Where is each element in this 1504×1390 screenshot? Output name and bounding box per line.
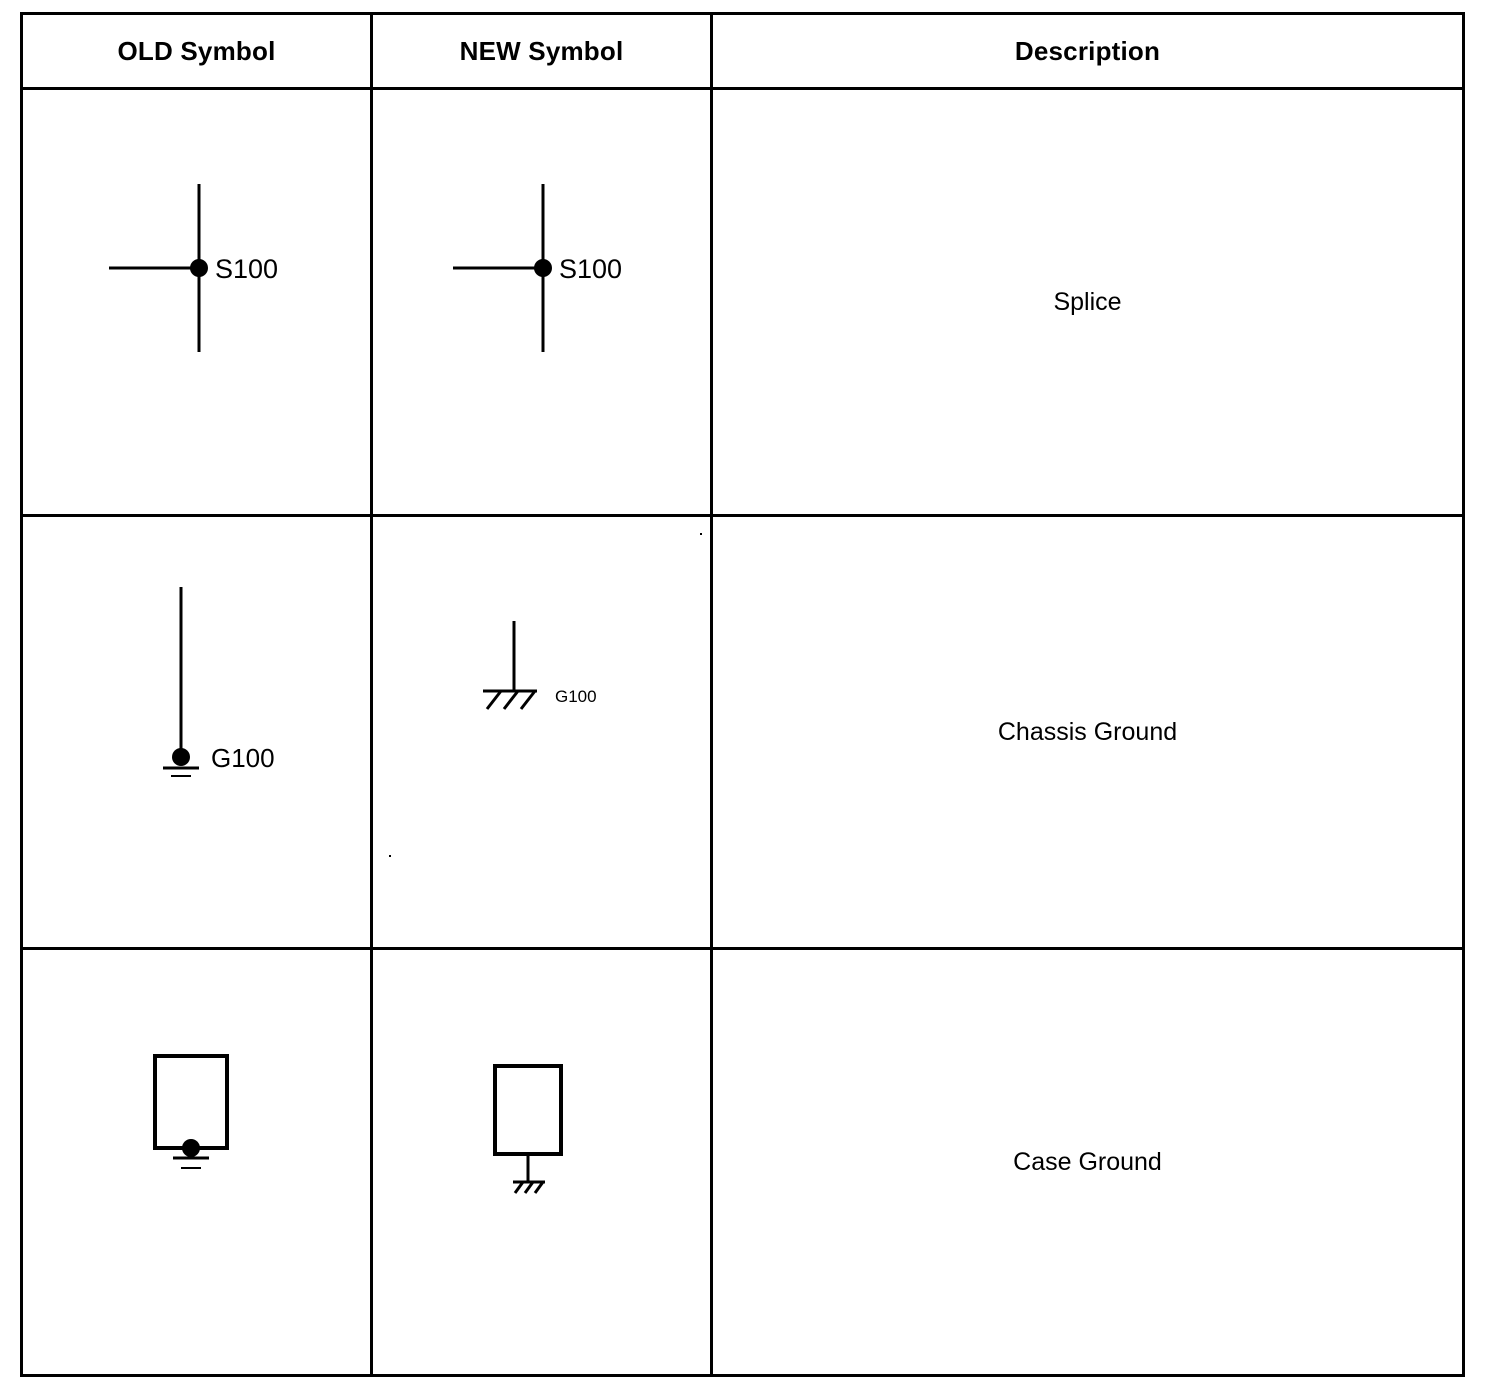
cell-old-symbol-case-ground: [20, 947, 373, 1377]
column-header-description: Description: [710, 12, 1465, 90]
chassis-ground-label-new: G100: [555, 687, 597, 706]
table-row: S100 S100 Splice: [20, 87, 1465, 517]
column-header-new-symbol: NEW Symbol: [370, 12, 713, 90]
scan-speck: [700, 533, 702, 535]
symbol-legend-table: OLD Symbol NEW Symbol Description S100: [20, 12, 1465, 1377]
chassis-ground-symbol-new: G100: [483, 621, 597, 710]
cell-description-chassis-ground: Chassis Ground: [710, 514, 1465, 950]
cell-old-symbol-chassis-ground: G100: [20, 514, 373, 950]
cell-description-splice: Splice: [710, 87, 1465, 517]
table-row: G100 G100: [20, 514, 1465, 950]
chassis-ground-symbol-old: G100: [163, 587, 275, 777]
splice-symbol-old: S100: [109, 184, 278, 352]
splice-label-old: S100: [215, 254, 278, 284]
table-row: Case Ground: [20, 947, 1465, 1377]
chassis-ground-label-old: G100: [211, 743, 275, 773]
scan-speck: [389, 855, 391, 857]
cell-description-case-ground: Case Ground: [710, 947, 1465, 1377]
case-ground-symbol-new: [493, 1064, 563, 1194]
case-ground-symbol-old: [153, 1054, 229, 1169]
cell-new-symbol-case-ground: [370, 947, 713, 1377]
splice-symbol-new: S100: [453, 184, 622, 352]
splice-label-new: S100: [559, 254, 622, 284]
cell-new-symbol-splice: S100: [370, 87, 713, 517]
column-header-old-symbol: OLD Symbol: [20, 12, 373, 90]
cell-new-symbol-chassis-ground: G100: [370, 514, 713, 950]
table-header-row: OLD Symbol NEW Symbol Description: [20, 12, 1465, 90]
cell-old-symbol-splice: S100: [20, 87, 373, 517]
